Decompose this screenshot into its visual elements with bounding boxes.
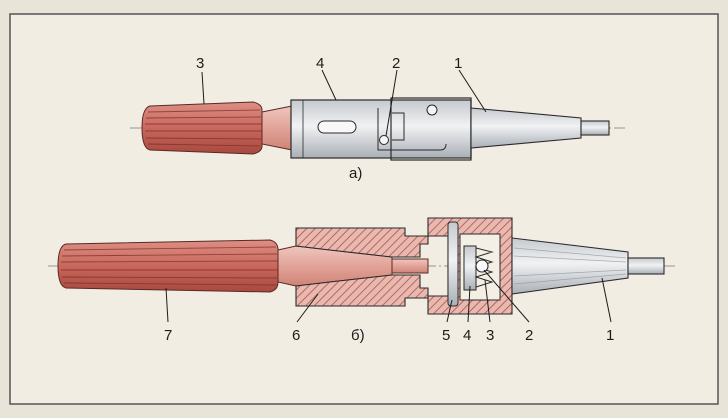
leader-b-7 — [165, 287, 169, 323]
label-b-4: 4 — [463, 327, 471, 344]
leader-b-1 — [601, 277, 612, 323]
caption-b: б) — [351, 327, 365, 344]
label-b-5: 5 — [442, 327, 450, 344]
diagram-frame — [9, 13, 719, 405]
caption-a: а) — [349, 165, 362, 182]
leader-a-2 — [385, 69, 398, 137]
leader-a-1 — [458, 69, 487, 113]
label-a-3: 3 — [196, 55, 204, 72]
label-a-4: 4 — [316, 55, 324, 72]
leader-b-6 — [296, 293, 319, 323]
taper-shank-b — [511, 237, 665, 295]
leader-b-5 — [446, 299, 453, 323]
label-b-7: 7 — [164, 327, 172, 344]
pin-hole-a — [426, 104, 438, 116]
handle-neck-a — [261, 105, 293, 151]
label-a-1: 1 — [454, 55, 462, 72]
ball-2 — [475, 259, 489, 273]
pin-hole-2-a — [379, 135, 389, 145]
leader-b-4 — [467, 285, 471, 323]
label-b-1: 1 — [606, 327, 614, 344]
handle-pilot-b — [391, 258, 429, 274]
ring-4 — [463, 245, 477, 291]
holder-body-a — [290, 97, 472, 161]
adapter-body-b — [295, 227, 429, 307]
label-b-3: 3 — [486, 327, 494, 344]
leader-b-3 — [484, 279, 491, 323]
label-b-2: 2 — [525, 327, 533, 344]
label-a-2: 2 — [392, 55, 400, 72]
locking-pin-5 — [447, 221, 459, 307]
knurled-handle-a — [141, 101, 263, 155]
knurled-handle-b — [57, 239, 279, 293]
leader-a-4 — [321, 69, 337, 101]
figure-b: 7 6 б) 5 4 3 2 1 — [48, 217, 675, 344]
slot-a — [317, 120, 357, 134]
label-b-6: 6 — [292, 327, 300, 344]
figure-a: 3 4 2 1 а) — [130, 55, 625, 182]
leader-a-3 — [201, 71, 205, 105]
taper-shank-a — [470, 107, 610, 149]
leader-b-2 — [483, 269, 530, 323]
